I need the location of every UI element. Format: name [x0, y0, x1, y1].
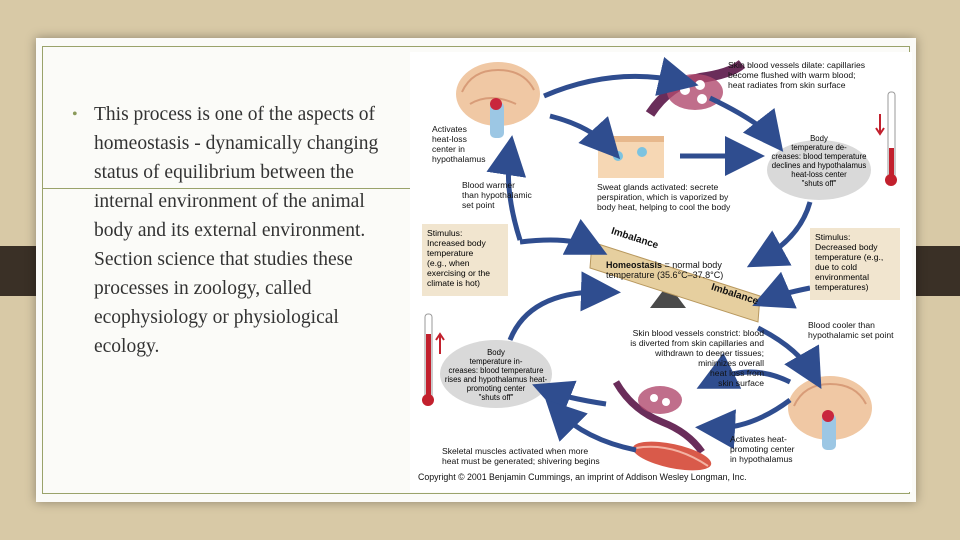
arrow-bubble-to-seesaw: [746, 201, 813, 268]
stimulus-increase-box: Stimulus: Increased body temperature (e.…: [422, 224, 508, 296]
right-decor-strip: [910, 246, 960, 296]
copyright-text: Copyright © 2001 Benjamin Cummings, an i…: [418, 472, 747, 482]
label-temp-decreases: Body temperature de- creases: blood temp…: [771, 134, 867, 188]
frame-bottom: [42, 493, 910, 494]
feedback-arrows: [486, 56, 822, 453]
arrow-vessel-to-bubble-left: [532, 380, 607, 418]
temp-decrease-bubble: [767, 140, 871, 200]
homeostasis-range: temperature (35.6°C–37.8°C): [606, 270, 724, 280]
label-skeletal-muscles: Skeletal muscles activated when more hea…: [442, 446, 600, 466]
label-sweat-glands: Sweat glands activated: secrete perspira…: [597, 182, 731, 212]
label-blood-warmer: Blood warmer than hypothalamic set point: [462, 180, 532, 210]
skeletal-muscle-icon: [632, 441, 712, 471]
temp-increase-bubble: [440, 340, 552, 408]
thermometer-rising-icon: [422, 313, 445, 406]
arrow-stim-left-to-seesaw: [519, 218, 608, 255]
arrow-vessel-to-bubble: [708, 95, 784, 152]
label-vessels-constrict: Skin blood vessels constrict: blood is d…: [630, 328, 764, 388]
brain-top-icon: [456, 62, 540, 138]
frame-left: [42, 46, 43, 494]
divider-line: [42, 188, 412, 189]
stimulus-decrease-box: Stimulus: Decreased body temperature (e.…: [810, 228, 900, 300]
bullet-item: • This process is one of the aspects of …: [72, 100, 402, 361]
arrow-warmer-to-brain: [486, 135, 527, 241]
arrow-brain-to-sweat: [549, 113, 621, 160]
bullet-text: This process is one of the aspects of ho…: [94, 104, 379, 357]
arrow-bubble-to-seesaw-left: [507, 271, 621, 341]
constricted-vessel-icon: [612, 380, 705, 455]
bullet-dot-icon: •: [72, 106, 78, 123]
label-activates-heat-promoting: Activates heat- promoting center in hypo…: [730, 434, 795, 464]
homeostasis-def: = normal body: [662, 260, 722, 270]
arrow-muscle-to-bubble: [545, 399, 637, 453]
label-activates-heat-loss: Activates heat-loss center in hypothalam…: [432, 124, 486, 164]
arrow-stim-right-to-seesaw: [752, 271, 811, 309]
label-temp-increases: Body temperature in- creases: blood temp…: [444, 348, 548, 402]
frame-top: [42, 46, 910, 47]
label-blood-cooler: Blood cooler than hypothalamic set point: [808, 320, 894, 340]
seesaw-icon: [589, 241, 761, 323]
arrow-seesaw-to-cooler: [756, 325, 822, 390]
arrow-brain-to-muscle: [695, 397, 792, 450]
thermoregulation-diagram: Activates heat-loss center in hypothalam…: [410, 52, 912, 492]
arrow-brain-to-constrict: [696, 352, 792, 389]
homeostasis-term: Homeostasis: [606, 260, 663, 270]
label-vessels-dilate: Skin blood vessels dilate: capillaries b…: [728, 60, 866, 90]
diagram-graphics: [422, 56, 897, 471]
thermometer-falling-icon: [875, 91, 897, 186]
brain-bottom-icon: [788, 376, 872, 450]
arrow-brain-to-vessel: [543, 56, 699, 99]
